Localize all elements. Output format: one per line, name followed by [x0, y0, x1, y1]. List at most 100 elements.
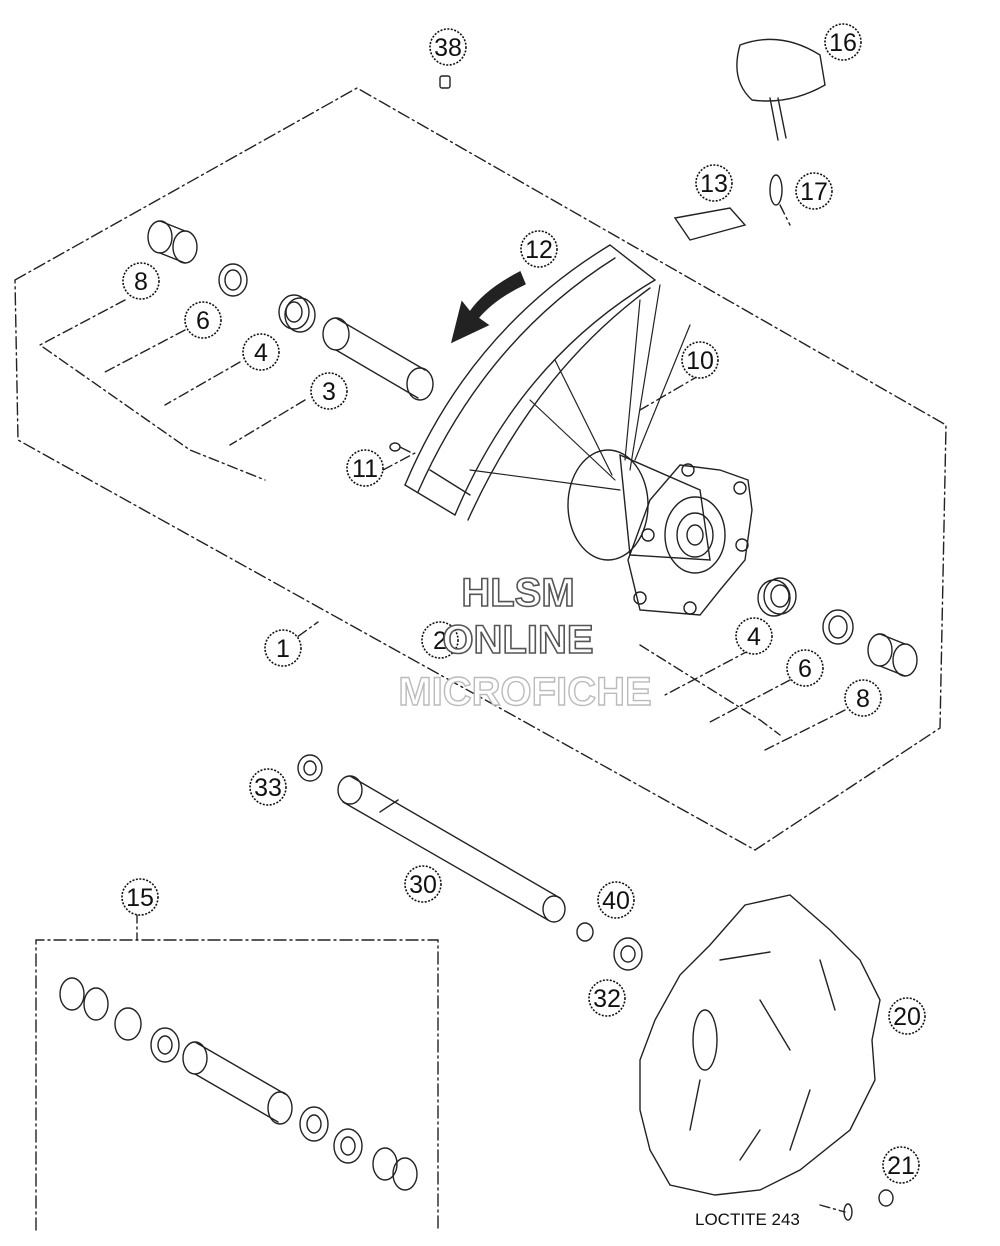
- seal-6-left: [218, 263, 248, 297]
- watermark-line-2: ONLINE: [442, 618, 593, 662]
- callout-circle: [121, 878, 159, 916]
- callout-32: 32: [588, 979, 626, 1017]
- spacer-8-left: [147, 220, 198, 264]
- callout-number: 40: [602, 887, 630, 915]
- brake-disc: [639, 894, 881, 1196]
- callout-12: 12: [520, 230, 558, 268]
- callout-circle: [520, 230, 558, 268]
- spoke-nipple: [389, 442, 411, 453]
- callout-number: 15: [126, 884, 154, 912]
- callout-2: 2: [421, 621, 459, 659]
- loctite-note: LOCTITE 243: [695, 1210, 800, 1229]
- callout-4: 4: [242, 333, 280, 371]
- callout-number: 8: [134, 268, 148, 296]
- leader-lines: [38, 204, 846, 1213]
- callout-number: 11: [352, 455, 378, 483]
- callout-circle: [588, 979, 626, 1017]
- callout-circle: [786, 649, 824, 687]
- callout-8: 8: [122, 262, 160, 300]
- callout-circle: [844, 679, 882, 717]
- axle-nut-40: [576, 922, 594, 942]
- rotation-arrow: [450, 271, 526, 344]
- rim-lock: [736, 38, 826, 141]
- axle-spacer-33: [297, 754, 323, 782]
- callout-3: 3: [310, 372, 348, 410]
- callout-8: 8: [844, 679, 882, 717]
- callout-10: 10: [681, 341, 719, 379]
- callout-number: 1: [276, 635, 290, 663]
- callout-circle: [824, 23, 862, 61]
- callout-circle: [882, 1146, 920, 1184]
- callout-20: 20: [888, 997, 926, 1035]
- callout-circle: [695, 164, 733, 202]
- spacer-8-right: [867, 633, 918, 677]
- callout-circle: [242, 333, 280, 371]
- callout-circle: [264, 629, 302, 667]
- callout-15: 15: [121, 878, 159, 916]
- callout-number: 21: [887, 1152, 915, 1180]
- callout-33: 33: [249, 768, 287, 806]
- callout-number: 16: [829, 29, 857, 57]
- callout-13: 13: [695, 164, 733, 202]
- hub: [567, 449, 753, 616]
- callout-number: 38: [434, 34, 462, 62]
- callout-circle: [122, 262, 160, 300]
- callout-17: 17: [795, 172, 833, 210]
- rim: [404, 244, 656, 521]
- callout-number: 13: [700, 170, 728, 198]
- callout-number: 6: [798, 655, 812, 683]
- callout-4: 4: [735, 617, 773, 655]
- spacer-3: [322, 317, 434, 401]
- callout-circle: [310, 372, 348, 410]
- callout-30: 30: [404, 865, 442, 903]
- axle-spacer-32: [613, 937, 643, 971]
- wheel-kit-outline: [14, 87, 947, 851]
- callout-number: 6: [196, 307, 210, 335]
- callout-6: 6: [786, 649, 824, 687]
- bearing-4-left: [278, 294, 316, 333]
- watermark-line-1: HLSM: [461, 571, 574, 615]
- callout-circle: [421, 621, 459, 659]
- callout-38: 38: [429, 28, 467, 66]
- bushing-set: [59, 977, 418, 1191]
- callout-circle: [681, 341, 719, 379]
- rim-tape: [673, 207, 747, 241]
- callout-1: 1: [264, 629, 302, 667]
- spare-set-outline: [35, 939, 439, 1231]
- valve-cap: [439, 75, 451, 89]
- seal-6-right: [822, 609, 854, 645]
- axle: [337, 775, 566, 923]
- callout-16: 16: [824, 23, 862, 61]
- spokes: [469, 284, 691, 491]
- callout-6: 6: [184, 301, 222, 339]
- callout-number: 17: [800, 178, 828, 206]
- callout-circle: [597, 881, 635, 919]
- callout-number: 8: [856, 685, 870, 713]
- callout-circle: [184, 301, 222, 339]
- watermark: HLSM ONLINE MICROFICHE: [398, 570, 653, 715]
- callout-number: 30: [409, 871, 437, 899]
- callout-number: 32: [593, 985, 621, 1013]
- callout-circle: [429, 28, 467, 66]
- callout-21: 21: [882, 1146, 920, 1184]
- callout-circle: [404, 865, 442, 903]
- callout-number: 4: [254, 339, 268, 367]
- callout-number: 4: [747, 623, 761, 651]
- callout-circle: [735, 617, 773, 655]
- callout-number: 3: [322, 378, 336, 406]
- nut-17: [769, 174, 783, 206]
- callout-circle: [346, 449, 384, 487]
- callout-number: 10: [686, 347, 714, 375]
- callout-number: 33: [254, 774, 282, 802]
- callout-number: 12: [525, 236, 553, 264]
- callout-number: 20: [893, 1003, 921, 1031]
- callout-number: 2: [433, 627, 447, 655]
- bolt-21: [843, 1189, 894, 1221]
- bearing-4-right: [757, 577, 797, 617]
- callout-circle: [795, 172, 833, 210]
- callout-40: 40: [597, 881, 635, 919]
- callout-11: 11: [346, 449, 384, 487]
- callout-circle: [888, 997, 926, 1035]
